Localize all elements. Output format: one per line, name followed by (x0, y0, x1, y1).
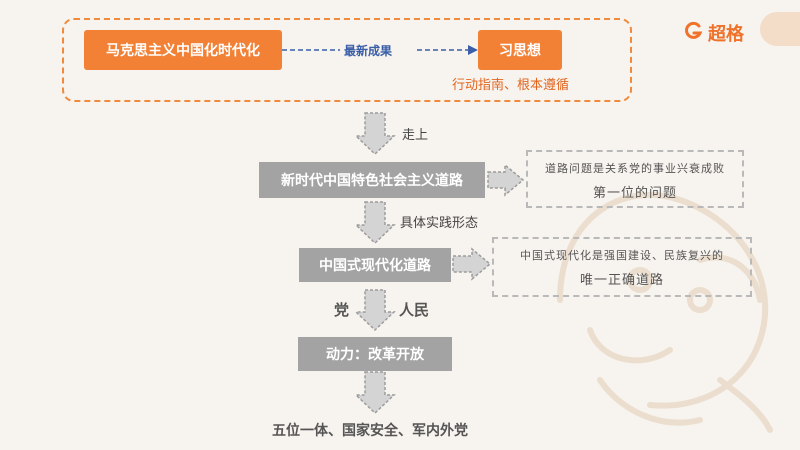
top-dashed-frame (62, 18, 632, 102)
road-question-note: 道路问题是关系党的事业兴衰成败 第一位的问题 (526, 150, 744, 208)
arrow-label-party: 党 (334, 301, 350, 319)
note2-line2: 唯一正确道路 (579, 273, 664, 288)
socialism-road-box: 新时代中国特色社会主义道路 (259, 162, 485, 198)
logo-text: 超格 (708, 24, 744, 45)
note1-line1: 道路问题是关系党的事业兴衰成败 (545, 162, 725, 175)
logo-background (760, 12, 800, 46)
reform-opening-box: 动力：改革开放 (298, 337, 452, 371)
note2-line1: 中国式现代化是强国建设、民族复兴的 (520, 249, 724, 262)
guiding-principle-note: 行动指南、根本遵循 (452, 78, 570, 93)
marxism-sinicization-box: 马克思主义中国化时代化 (84, 30, 282, 70)
arrow-label-practice-form: 具体实践形态 (400, 216, 479, 231)
note1-line2: 第一位的问题 (592, 186, 677, 201)
latest-achievement-label: 最新成果 (344, 44, 393, 58)
modernization-road-box: 中国式现代化道路 (299, 248, 451, 282)
arrow-label-people: 人民 (399, 301, 430, 319)
bottom-summary-text: 五位一体、国家安全、军内外党 (272, 423, 468, 439)
arrow-label-embark: 走上 (402, 128, 429, 143)
xi-thought-box: 习思想 (478, 30, 562, 70)
brand-logo: 超格 (684, 20, 744, 46)
g-logo-icon (684, 21, 704, 46)
modernization-note: 中国式现代化是强国建设、民族复兴的 唯一正确道路 (492, 237, 752, 297)
